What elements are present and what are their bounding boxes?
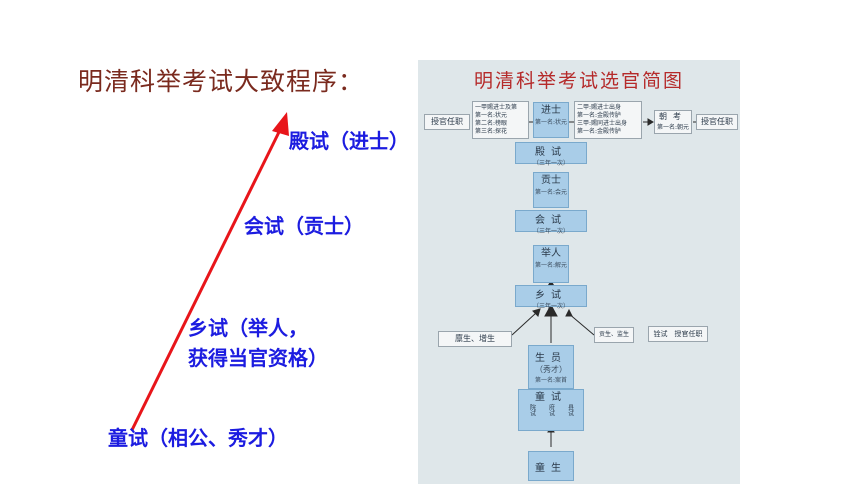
left-office-box: 授官任职 — [424, 114, 470, 130]
stage-xiangshi-line1: 乡试（举人， — [188, 316, 308, 340]
right-note-box: 二甲:赐进士出身 第一名:金殿传胪 三甲:赐同进士出身 第一名:金殿传胪 — [574, 101, 642, 139]
juren-box: 举人 第一名:解元 — [533, 245, 569, 283]
right-office-box: 授官任职 — [696, 114, 738, 130]
gongsheng-box: 贡生、监生 — [594, 327, 634, 343]
stage-huishi: 会试（贡士） — [244, 214, 364, 238]
linsheng-box: 廪生、增生 — [438, 331, 512, 347]
quanxuan-box: 铨试 授官任职 — [648, 326, 708, 342]
stage-tongshi: 童试（相公、秀才） — [108, 426, 288, 450]
tongsheng-box: 童生 — [528, 451, 574, 481]
exam-flow-figure: 明清科举考试选官简图 授官任职 一甲赐进士及第 第一名:状元 第二名:榜眼 第三… — [418, 60, 740, 484]
arrow-head-icon — [272, 112, 289, 136]
left-note-box: 一甲赐进士及第 第一名:状元 第二名:榜眼 第三名:探花 — [472, 101, 529, 139]
stage-dianshi: 殿试（进士） — [289, 129, 409, 153]
figure-title: 明清科举考试选官简图 — [473, 70, 684, 92]
jinshi-box: 进士 第一名:状元 — [533, 102, 569, 138]
dianshi-box: 殿试 （三年一次） — [515, 142, 587, 167]
huishi-box: 会试 （三年一次） — [515, 210, 587, 235]
tongshi-box: 童试 院试 府试 县试 — [518, 389, 584, 431]
stage-xiangshi-line2: 获得当官资格） — [188, 346, 328, 370]
shengyuan-box: 生员 （秀才） 第一名:案首 — [528, 345, 574, 389]
xiangshi-box: 乡试 （三年一次） — [515, 285, 587, 310]
chaokao-box: 朝考 第一名:朝元 — [654, 110, 692, 134]
page-heading: 明清科举考试大致程序： — [78, 67, 365, 96]
gongshi-box: 贡士 第一名:会元 — [533, 172, 569, 208]
